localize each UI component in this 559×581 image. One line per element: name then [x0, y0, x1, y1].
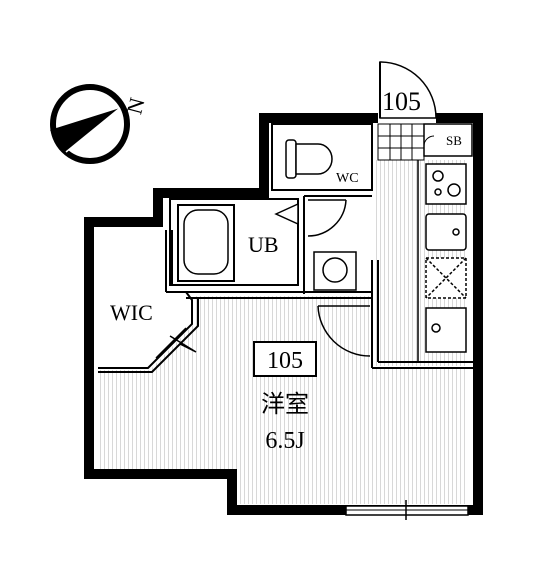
room-name-label: 洋室: [261, 391, 309, 418]
exterior-walls: [84, 113, 483, 515]
room-size-label: 6.5J: [265, 428, 304, 454]
toilet: [285, 139, 333, 179]
shoe-box: SB: [423, 123, 473, 157]
washbasin: [313, 251, 357, 291]
room-number-label: 105: [267, 348, 303, 374]
compass-ring: [50, 84, 130, 164]
kitchen: [417, 160, 467, 362]
wc-door: [307, 199, 347, 237]
ub-door: [274, 202, 299, 238]
north-label: N: [121, 95, 149, 117]
entrance-door: [379, 61, 437, 119]
wic-door: [155, 327, 197, 359]
compass: N: [50, 84, 150, 164]
bathtub: [183, 209, 229, 275]
room-number-box: [253, 341, 317, 377]
interior-walls: [98, 123, 474, 373]
room-door: [317, 305, 371, 357]
sb-label: SB: [446, 133, 462, 148]
wc-label: WC: [336, 171, 359, 186]
compass-arrow-icon: [50, 108, 120, 152]
wic-label: WIC: [110, 300, 153, 325]
unit-number-label: 105: [382, 87, 421, 116]
entrance-tiles: [377, 123, 425, 161]
ub-label: UB: [248, 232, 279, 257]
window: [345, 500, 469, 520]
